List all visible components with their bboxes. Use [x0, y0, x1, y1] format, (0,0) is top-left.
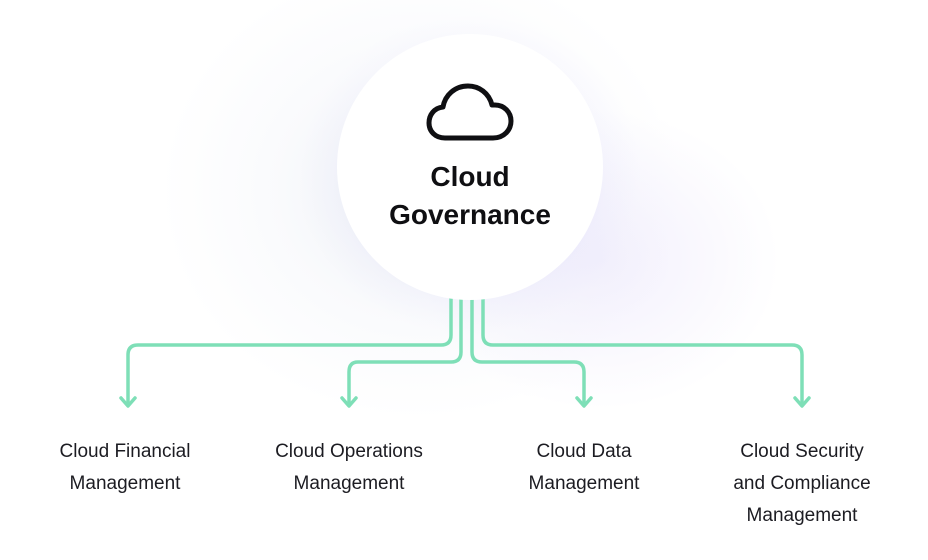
branch-label-line: Management: [69, 473, 181, 494]
branch-label-data: Cloud Data Management: [474, 436, 694, 500]
hub-title-line2: Governance: [389, 199, 551, 230]
arrowhead-security: [793, 396, 811, 408]
arrowhead-data: [575, 396, 593, 408]
branch-label-financial: Cloud Financial Management: [15, 436, 235, 500]
branch-label-line: Cloud Data: [536, 441, 632, 462]
connector-operations: [347, 296, 463, 407]
branch-label-line: Management: [293, 473, 405, 494]
arrowhead-financial: [119, 396, 137, 408]
branch-label-line: Cloud Security: [740, 441, 864, 462]
branch-label-line: Management: [746, 505, 858, 526]
arrowhead-operations: [340, 396, 358, 408]
branch-label-operations: Cloud Operations Management: [239, 436, 459, 500]
branch-label-security: Cloud Security and Compliance Management: [692, 436, 912, 532]
branch-label-line: and Compliance: [733, 473, 871, 494]
connector-security: [481, 296, 804, 407]
branch-label-line: Management: [528, 473, 640, 494]
branch-label-line: Cloud Operations: [275, 441, 423, 462]
connector-financial: [126, 296, 453, 407]
hub-title: Cloud Governance: [337, 158, 603, 234]
branch-label-line: Cloud Financial: [59, 441, 191, 462]
connector-data: [470, 296, 586, 407]
cloud-icon: [426, 83, 514, 141]
hub-title-line1: Cloud: [430, 161, 510, 192]
hub-circle: Cloud Governance: [337, 34, 603, 300]
